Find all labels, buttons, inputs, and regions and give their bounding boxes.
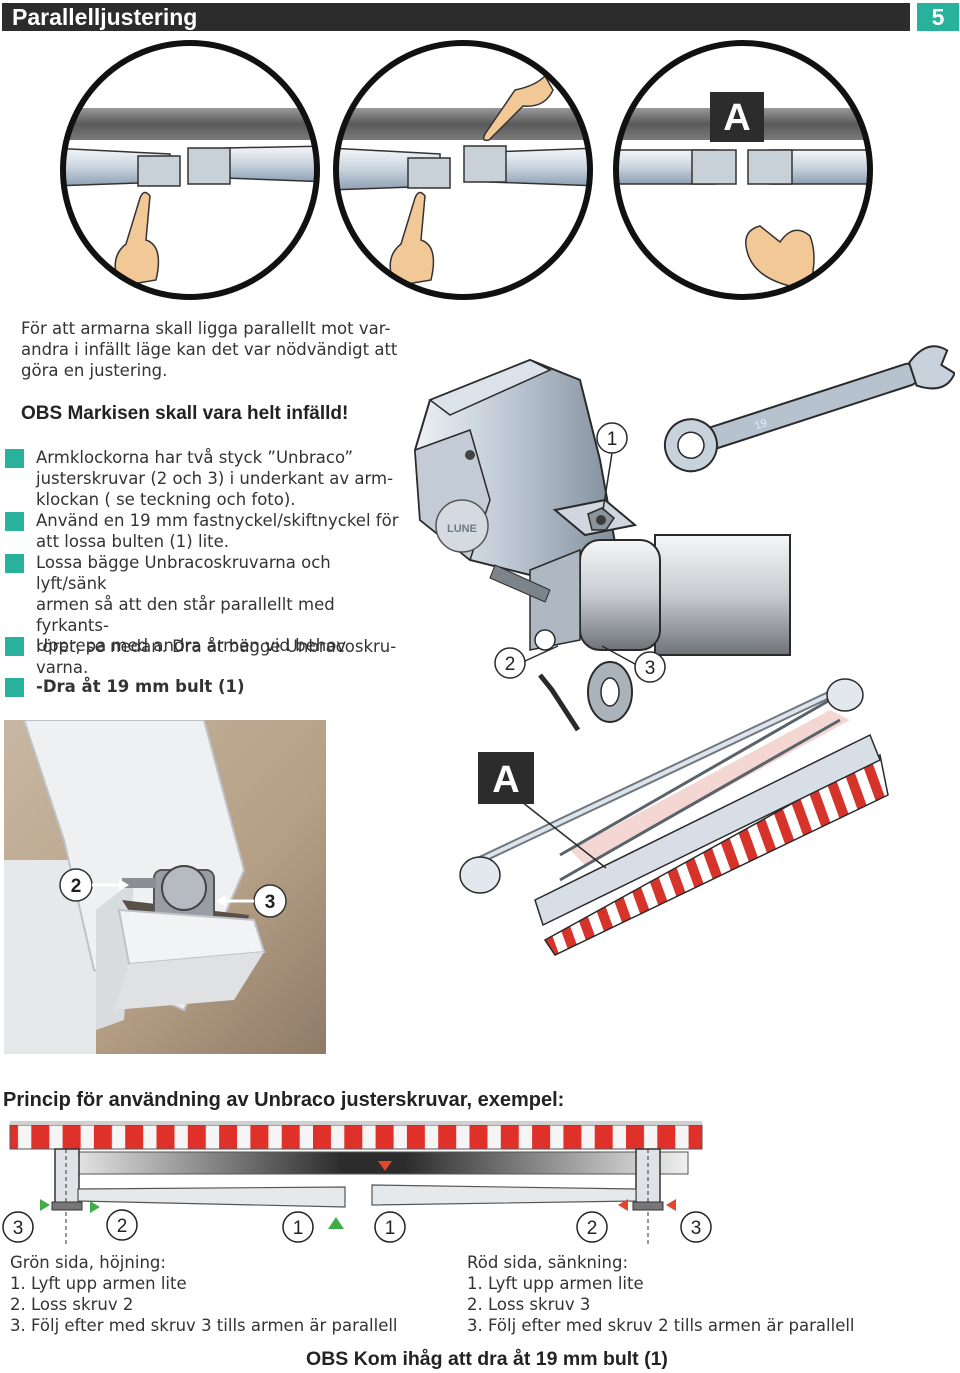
bullet-item: Lossa bägge Unbracoskruvarna och lyft/sä…	[36, 552, 401, 678]
green-arrow-mid	[90, 1201, 100, 1213]
right-number-3: 3	[691, 1218, 702, 1239]
circle-3-border	[613, 40, 873, 300]
circle-1-border	[60, 40, 320, 300]
bullet-item: -Dra åt 19 mm bult (1)	[36, 676, 401, 697]
page-number-badge: 5	[917, 3, 959, 31]
header-bar: Parallelljustering	[2, 3, 910, 31]
bullet-marker	[5, 512, 24, 531]
left-number-3: 3	[13, 1218, 24, 1239]
bullet-line: röret, se nedan. Dra åt bägge Unbracoskr…	[36, 637, 397, 656]
principle-diagram: 3 2 1 1 2 3	[2, 1121, 712, 1245]
red-arrow-left	[618, 1199, 628, 1211]
callout-3: 3	[645, 658, 656, 679]
left-number-1: 1	[293, 1218, 304, 1239]
circle-label-a: A	[723, 97, 750, 139]
diagram-label-a: A	[492, 759, 519, 801]
green-side-title: Grön sida, höjning:	[10, 1253, 166, 1272]
right-number-1: 1	[385, 1218, 396, 1239]
photo-label-3: 3	[265, 892, 276, 913]
intro-line: andra i infällt läge kan det var nödvänd…	[21, 340, 398, 359]
bullet-marker	[5, 449, 24, 468]
bullet-marker	[5, 678, 24, 697]
bullet-item: Använd en 19 mm fastnyckel/skiftnyckel f…	[36, 510, 401, 552]
obs-notice: OBS Markisen skall vara helt infälld!	[21, 403, 349, 424]
bullet-line: att lossa bulten (1) lite.	[36, 532, 230, 551]
photo-label-2: 2	[71, 876, 82, 897]
bullet-item: Upprepa med andra armen vid behov	[36, 635, 401, 656]
green-step: 3. Följ efter med skruv 3 tills armen är…	[10, 1316, 398, 1335]
alignment-circles-illustration: A	[60, 40, 873, 300]
red-step: 3. Följ efter med skruv 2 tills armen är…	[467, 1316, 855, 1335]
red-step: 2. Loss skruv 3	[467, 1295, 591, 1314]
arm-bracket-diagram: LUNE 19 1 2 3 A	[413, 345, 955, 956]
bullet-line: armen så att den står parallellt med fyr…	[36, 595, 335, 635]
green-arrow-up	[328, 1217, 344, 1229]
circle-3	[616, 43, 870, 297]
green-step: 2. Loss skruv 2	[10, 1295, 134, 1314]
bullet-marker	[5, 637, 24, 656]
circle-2-border	[333, 40, 593, 300]
bullet-line: Armklockorna har två styck ”Unbraco”	[36, 448, 353, 467]
bullet-line: justerskruvar (2 och 3) i underkant av a…	[36, 469, 394, 488]
red-side-steps: Röd sida, sänkning: 1. Lyft upp armen li…	[467, 1252, 855, 1336]
diagram-brand: LUNE	[447, 523, 477, 535]
page-number: 5	[931, 4, 945, 30]
bullet-line: Använd en 19 mm fastnyckel/skiftnyckel f…	[36, 511, 399, 530]
callout-1: 1	[607, 429, 618, 450]
green-arrow-left	[40, 1199, 50, 1211]
bullet-line: klockan ( se teckning och foto).	[36, 490, 296, 509]
page-title: Parallelljustering	[12, 4, 198, 30]
bullet-item: Armklockorna har två styck ”Unbraco” jus…	[36, 447, 401, 510]
bullet-line: Lossa bägge Unbracoskruvarna och lyft/sä…	[36, 553, 331, 593]
red-side-title: Röd sida, sänkning:	[467, 1253, 629, 1272]
wrench-size: 19	[753, 417, 768, 432]
left-number-2: 2	[117, 1216, 128, 1237]
bullet-marker	[5, 554, 24, 573]
red-step: 1. Lyft upp armen lite	[467, 1274, 644, 1293]
circle-2	[336, 43, 590, 297]
intro-line: För att armarna skall ligga parallellt m…	[21, 319, 391, 338]
callout-2: 2	[505, 654, 516, 675]
green-step: 1. Lyft upp armen lite	[10, 1274, 187, 1293]
wrench: 19	[663, 345, 955, 473]
footer-note: OBS Kom ihåg att dra åt 19 mm bult (1)	[306, 1348, 668, 1370]
green-side-steps: Grön sida, höjning: 1. Lyft upp armen li…	[10, 1252, 398, 1336]
right-number-2: 2	[587, 1218, 598, 1239]
bullet-line: varna.	[36, 658, 89, 677]
circle-1	[63, 43, 317, 297]
intro-paragraph: För att armarna skall ligga parallellt m…	[21, 318, 401, 381]
red-arrow-right	[666, 1199, 676, 1211]
principle-title: Princip för användning av Unbraco juster…	[3, 1089, 565, 1111]
bullet-line: -Dra åt 19 mm bult (1)	[36, 677, 245, 696]
arm-bracket-photo: 2 3	[4, 720, 326, 1054]
bullet-line: Upprepa med andra armen vid behov	[36, 636, 347, 655]
intro-line: göra en justering.	[21, 361, 168, 380]
